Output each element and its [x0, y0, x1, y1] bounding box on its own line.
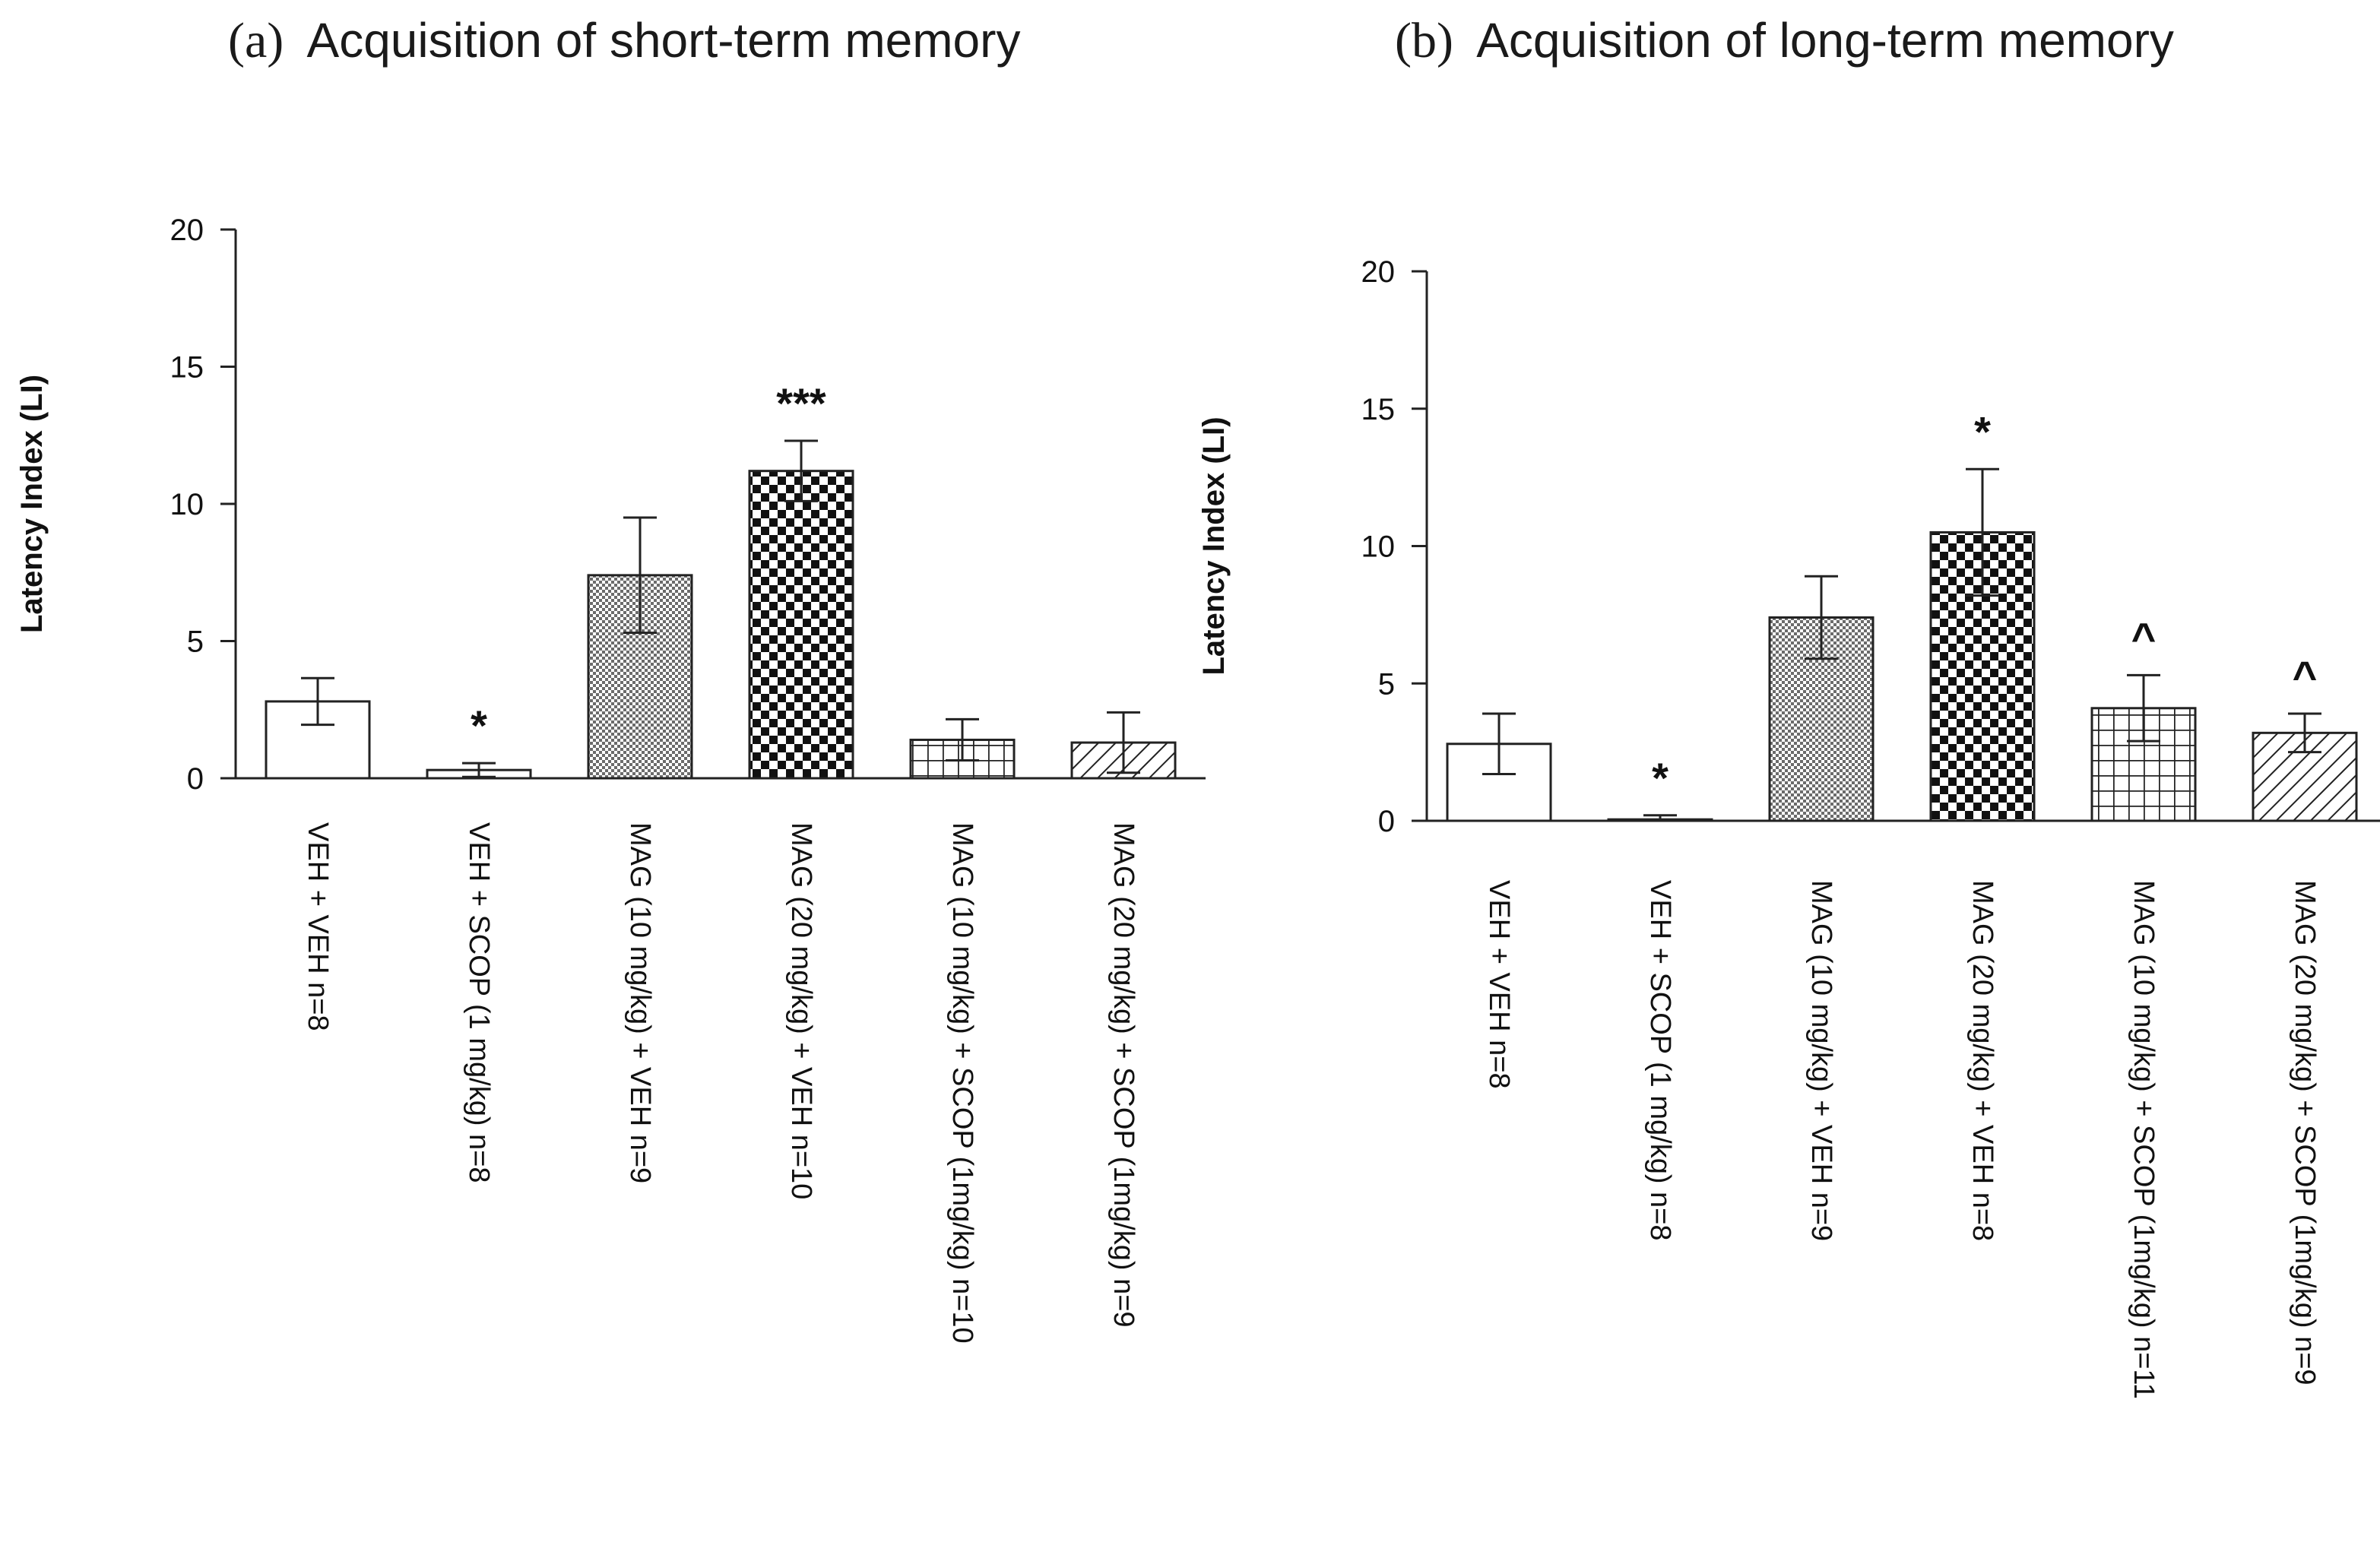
significance-label: ^	[2131, 613, 2157, 661]
panel-b-title-prefix: (b)	[1395, 13, 1453, 68]
panel-a-title-text: Acquisition of short-term memory	[307, 13, 1021, 68]
category-label: MAG (20 mg/kg) + SCOP (1mg/kg) n=9	[2289, 880, 2321, 1385]
y-axis-label: Latency Index (LI)	[1197, 416, 1231, 675]
category-label: MAG (10 mg/kg) + VEH n=9	[1805, 880, 1837, 1241]
y-tick-label: 10	[170, 488, 204, 521]
y-tick-label: 5	[1378, 667, 1395, 701]
category-label: MAG (10 mg/kg) + VEH n=9	[624, 822, 656, 1183]
category-label: MAG (20 mg/kg) + VEH n=8	[1966, 880, 1998, 1241]
y-tick-label: 0	[187, 762, 204, 796]
significance-label: ^	[2293, 652, 2318, 700]
y-tick-label: 15	[170, 351, 204, 385]
category-label: MAG (20 mg/kg) + VEH n=10	[785, 822, 817, 1199]
panel-b-title: (b) Acquisition of long-term memory	[1395, 13, 2174, 68]
y-tick-label: 20	[170, 214, 204, 247]
y-tick-label: 0	[1378, 805, 1395, 838]
category-label: VEH + VEH n=8	[302, 822, 334, 1031]
category-label: MAG (20 mg/kg) + SCOP (1mg/kg) n=9	[1108, 822, 1139, 1328]
y-tick-label: 10	[1361, 530, 1396, 564]
panel-b-title-text: Acquisition of long-term memory	[1476, 13, 2174, 68]
significance-label: *	[1652, 754, 1669, 802]
significance-label: *	[471, 701, 487, 749]
bar	[748, 470, 854, 780]
category-label: VEH + SCOP (1 mg/kg) n=8	[463, 822, 495, 1183]
significance-label: ***	[776, 379, 826, 427]
category-label: MAG (10 mg/kg) + SCOP (1mg/kg) n=11	[2128, 880, 2160, 1399]
y-tick-label: 20	[1361, 255, 1396, 289]
y-tick-label: 5	[187, 625, 204, 659]
category-label: VEH + SCOP (1 mg/kg) n=8	[1644, 880, 1676, 1241]
category-label: VEH + VEH n=8	[1483, 880, 1515, 1089]
significance-label: *	[1974, 407, 1991, 455]
panel-a-title-prefix: (a)	[228, 13, 284, 68]
panel-a-title: (a) Acquisition of short-term memory	[228, 13, 1020, 68]
category-label: MAG (10 mg/kg) + SCOP (1mg/kg) n=10	[946, 822, 978, 1344]
y-tick-label: 15	[1361, 393, 1396, 426]
y-axis-label: Latency Index (LI)	[15, 375, 49, 633]
